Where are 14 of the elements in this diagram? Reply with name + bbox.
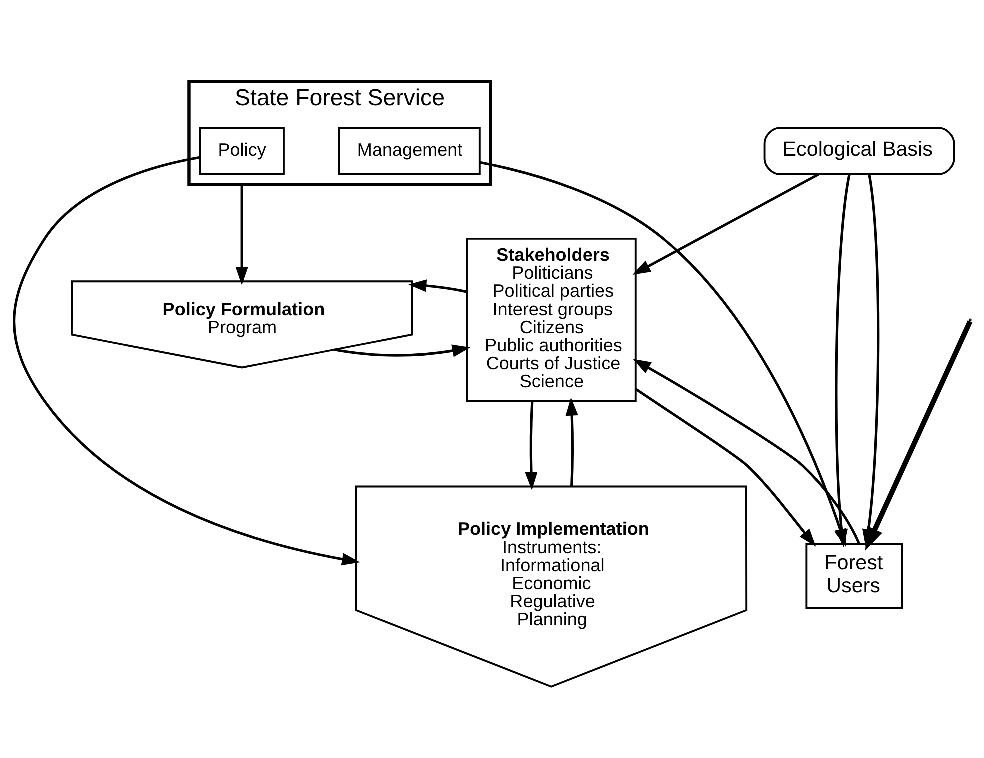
node-box: Policy bbox=[198, 127, 284, 176]
node-box: Ecological Basis bbox=[763, 127, 955, 176]
arrow bbox=[334, 344, 470, 358]
node-box: Management bbox=[338, 127, 480, 176]
arrow bbox=[632, 359, 860, 544]
node-box: Stakeholders Politicians Political parties Interest groups Citizens Public authorities Courts of Justice Science bbox=[466, 238, 636, 402]
arrow bbox=[235, 184, 248, 286]
arrow bbox=[408, 280, 467, 294]
node-box: Forest Users bbox=[805, 543, 903, 610]
arrow bbox=[12, 156, 360, 566]
arrow bbox=[524, 402, 538, 490]
arrow bbox=[634, 388, 816, 547]
arrow bbox=[565, 398, 578, 486]
arrow bbox=[632, 174, 819, 275]
